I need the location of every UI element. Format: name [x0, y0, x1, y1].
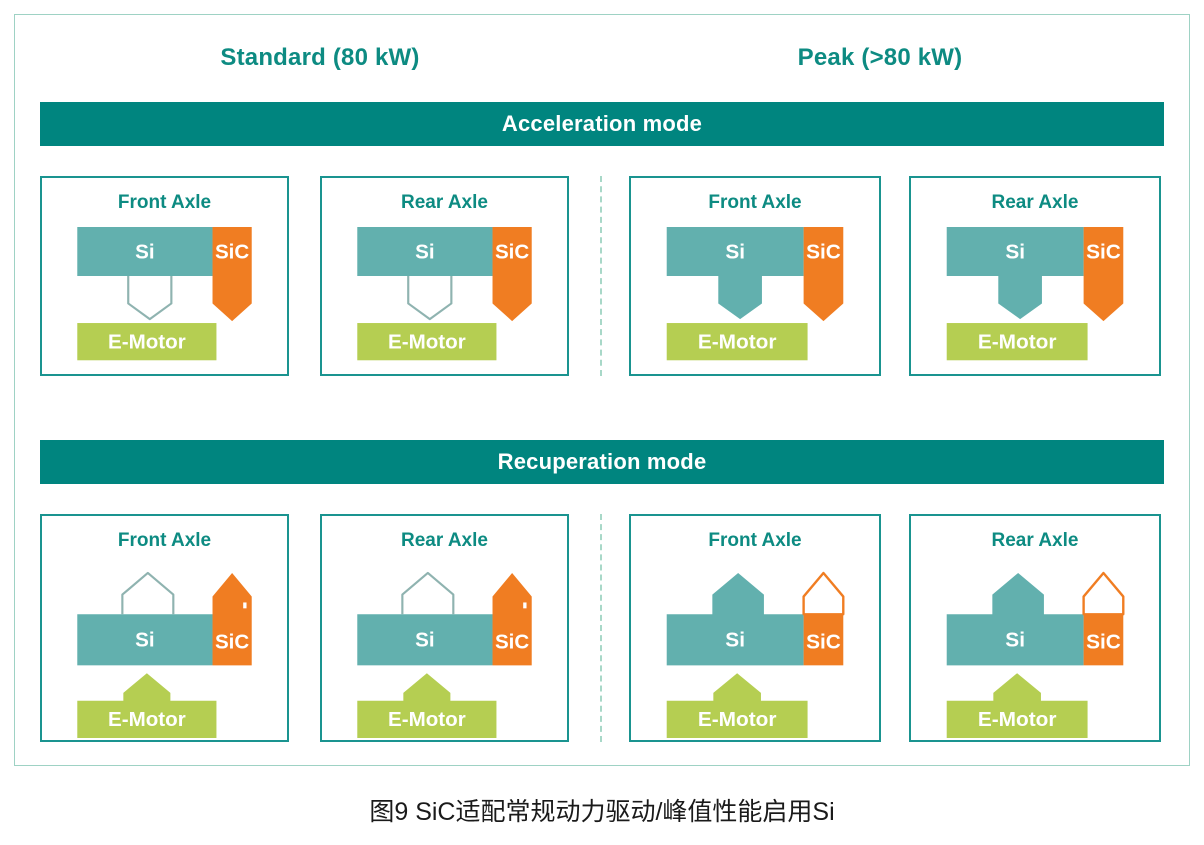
svg-text:E-Motor: E-Motor — [108, 708, 186, 731]
svg-text:Si: Si — [135, 240, 154, 263]
svg-text:Si: Si — [415, 629, 434, 652]
svg-text:E-Motor: E-Motor — [108, 331, 186, 354]
svg-text:SiC: SiC — [806, 240, 841, 263]
svg-text:E-Motor: E-Motor — [698, 708, 777, 731]
panel-title: Front Axle — [708, 530, 802, 551]
mode-banner-acceleration: Acceleration mode — [40, 102, 1164, 146]
panel-diagram: Si SiC E-Motor — [42, 178, 287, 374]
column-divider-recuperation — [600, 514, 602, 742]
panel-diagram: Si SiC E-Motor — [631, 178, 879, 374]
svg-text:Si: Si — [1005, 629, 1025, 652]
figure-caption: 图9 SiC适配常规动力驱动/峰值性能启用Si — [369, 798, 835, 826]
svg-text:Si: Si — [725, 629, 745, 652]
svg-text:Si: Si — [135, 629, 154, 652]
panel-title: Rear Axle — [401, 192, 488, 213]
svg-text:Si: Si — [1005, 240, 1025, 263]
svg-text:SiC: SiC — [495, 240, 529, 263]
panel-diagram: Si SiC E-Motor — [322, 516, 567, 740]
panel-title: Rear Axle — [991, 530, 1079, 551]
svg-text:E-Motor: E-Motor — [388, 331, 466, 354]
svg-text:SiC: SiC — [1086, 240, 1121, 263]
svg-text:E-Motor: E-Motor — [388, 708, 466, 731]
panel-diagram: Si SiC E-Motor — [322, 178, 567, 374]
svg-text:E-Motor: E-Motor — [978, 331, 1057, 354]
panel-title: Rear Axle — [991, 192, 1079, 213]
column-divider-acceleration — [600, 176, 602, 376]
panel-title: Front Axle — [708, 192, 802, 213]
panel-title: Front Axle — [117, 192, 212, 213]
svg-text:Si: Si — [725, 240, 745, 263]
panel-title: Rear Axle — [401, 530, 488, 551]
svg-text:E-Motor: E-Motor — [978, 708, 1057, 731]
svg-text:SiC: SiC — [806, 631, 841, 654]
svg-text:SiC: SiC — [215, 631, 249, 654]
panel-diagram: Si SiC E-Motor — [911, 178, 1159, 374]
panel-diagram: Si SiC E-Motor — [42, 516, 287, 740]
panel-diagram: Si SiC E-Motor — [631, 516, 879, 740]
svg-text:SiC: SiC — [1086, 631, 1121, 654]
svg-text:SiC: SiC — [495, 631, 529, 654]
mode-banner-recuperation: Recuperation mode — [40, 440, 1164, 484]
svg-text:SiC: SiC — [215, 240, 249, 263]
panel-diagram: Si SiC E-Motor — [911, 516, 1159, 740]
panel-title: Front Axle — [117, 530, 212, 551]
column-header-standard: Standard (80 kW) — [220, 44, 420, 71]
svg-text:Si: Si — [415, 240, 434, 263]
svg-text:E-Motor: E-Motor — [698, 331, 777, 354]
column-header-peak: Peak (>80 kW) — [797, 44, 963, 71]
